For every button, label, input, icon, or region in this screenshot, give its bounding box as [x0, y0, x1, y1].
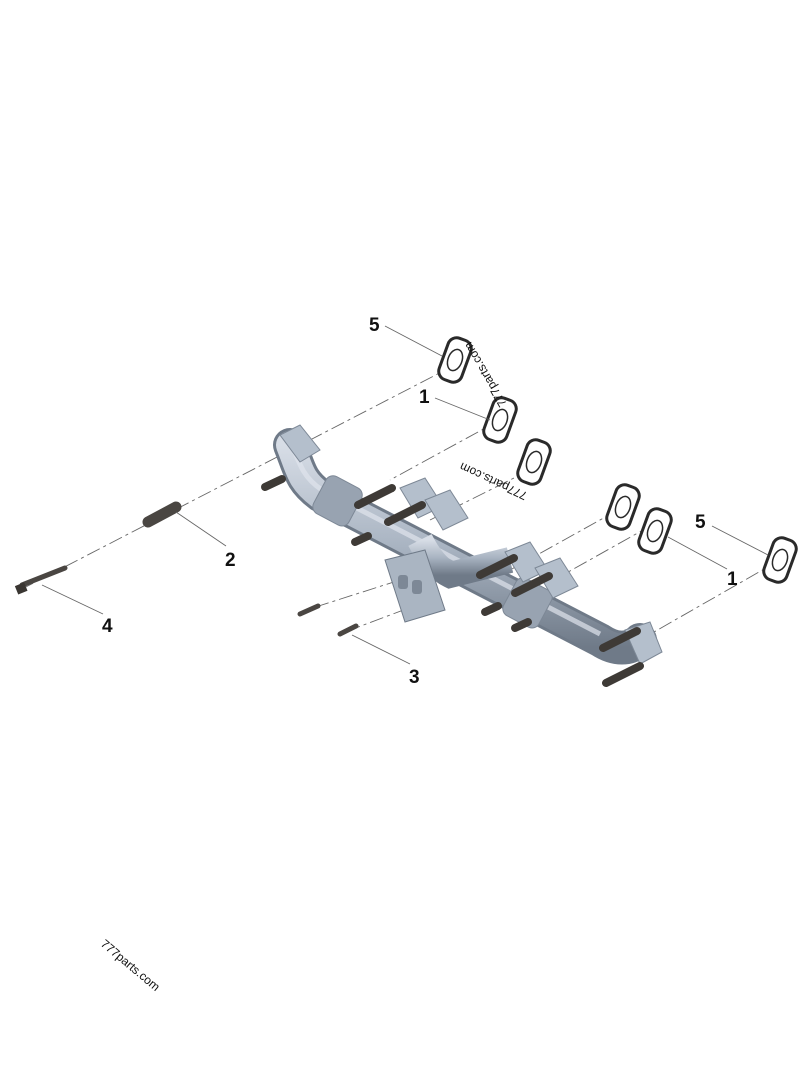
callout-2: 2: [225, 550, 236, 571]
watermark: 777parts.com: [461, 340, 509, 410]
callout-5: 5: [369, 315, 380, 336]
callout-1: 1: [419, 387, 430, 408]
part-2-spacer: [142, 501, 182, 528]
gaskets: [437, 336, 798, 584]
manifold-studs: [261, 475, 644, 687]
part-4-bolt: [14, 565, 68, 595]
watermark: 777parts.com: [98, 937, 163, 994]
leader-lines: [41, 325, 769, 665]
exhaust-manifold: [273, 424, 663, 665]
callout-1: 1: [727, 569, 738, 590]
part-3-studs: [297, 603, 359, 637]
assembly-lines: [19, 364, 781, 641]
callout-3: 3: [409, 667, 420, 688]
callout-5: 5: [695, 512, 706, 533]
callout-4: 4: [102, 616, 113, 637]
